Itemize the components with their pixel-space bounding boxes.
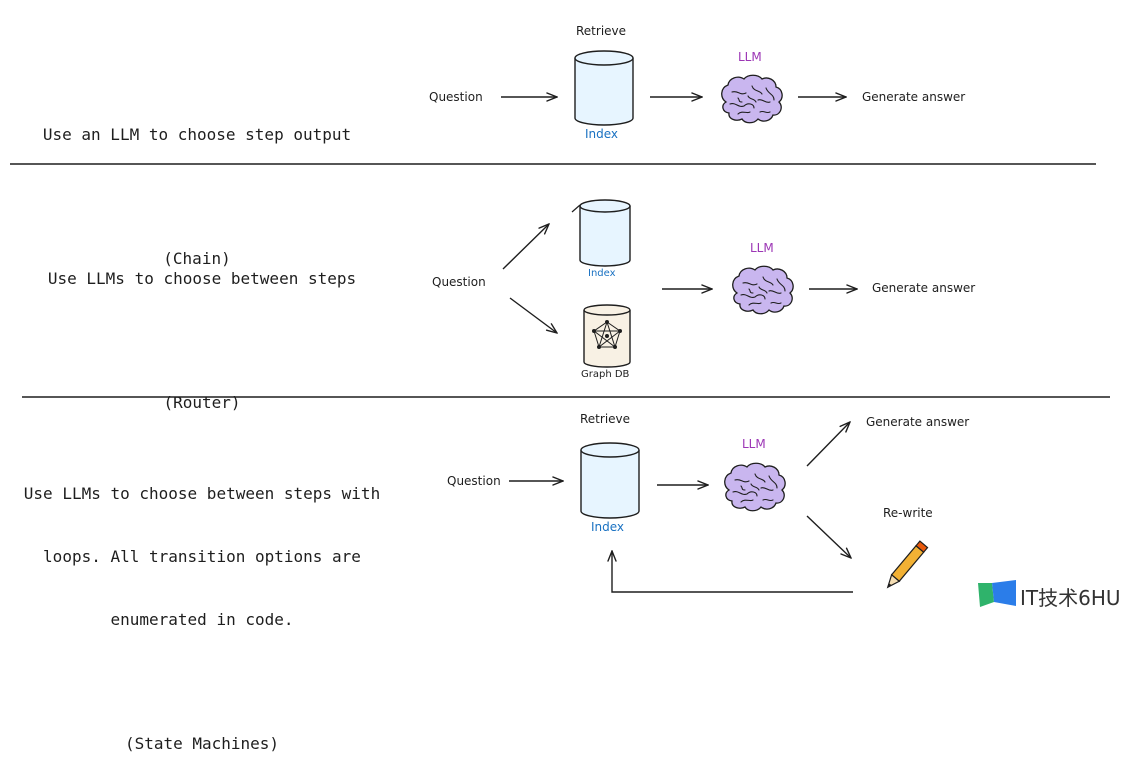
router-question-label: Question	[432, 275, 486, 289]
router-arrow-to-graphdb	[509, 297, 557, 333]
router-index-database-icon	[571, 199, 631, 267]
chain-description: Use an LLM to choose step output (Chain)	[42, 125, 352, 268]
state-index-label: Index	[591, 520, 625, 534]
chain-index-label: Index	[585, 127, 619, 141]
watermark-logo-icon	[978, 580, 1016, 607]
chain-llm-label: LLM	[738, 50, 762, 64]
state-question-label: Question	[447, 474, 501, 488]
chain-question-label: Question	[429, 90, 483, 104]
router-graphdb-label: Graph DB	[581, 369, 630, 380]
state-llm-brain-icon	[724, 462, 786, 512]
chain-retrieve-label: Retrieve	[576, 24, 627, 38]
watermark-text: IT技术6HU	[1020, 586, 1121, 610]
state-llm-label: LLM	[742, 437, 766, 451]
router-llm-label: LLM	[750, 241, 774, 255]
state-answer-label: Generate answer	[866, 415, 970, 429]
diagram-canvas	[10, 50, 1110, 607]
router-graph-db-icon	[583, 304, 631, 368]
router-answer-label: Generate answer	[872, 281, 976, 295]
chain-answer-label: Generate answer	[862, 90, 966, 104]
state-rewrite-label: Re-write	[883, 506, 933, 520]
state-arrow-to-answer	[806, 422, 850, 467]
router-description: Use LLMs to choose between steps (Router…	[47, 269, 357, 412]
state-arrow-rewrite-loop	[612, 551, 853, 593]
chain-index-database-icon	[574, 50, 634, 126]
chain-llm-brain-icon	[721, 74, 783, 124]
router-llm-brain-icon	[732, 265, 794, 315]
state-rewrite-pencil-icon	[886, 540, 929, 589]
state-arrow-to-rewrite	[806, 515, 851, 558]
state-index-database-icon	[580, 442, 640, 519]
router-arrow-to-index	[502, 224, 549, 270]
state-retrieve-label: Retrieve	[580, 412, 631, 426]
router-index-label: Index	[588, 268, 616, 279]
